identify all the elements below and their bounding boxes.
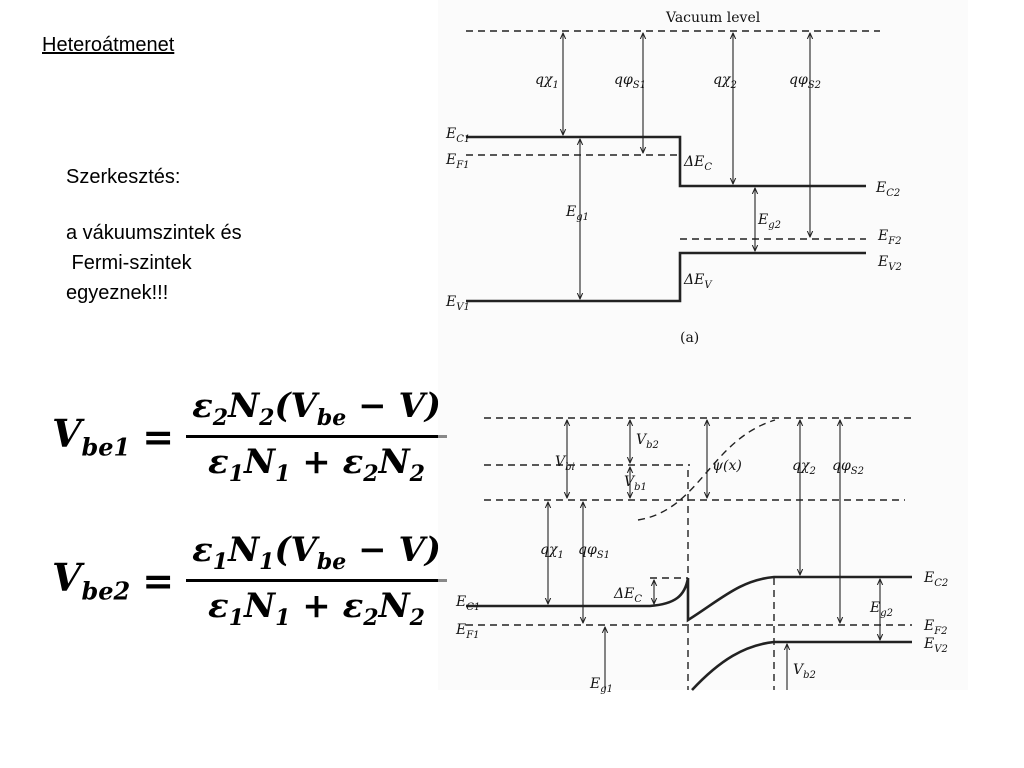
b-valence-band-2 (691, 640, 912, 691)
a-ef2-label: EF2 (877, 228, 902, 247)
b-ev2-label: EV2 (923, 636, 948, 655)
b-qphi2-label: qφS2 (832, 458, 864, 477)
formula-vbe1: Vbe1 = ε2N2(Vbe − V) ε1N1 + ε2N2 (52, 386, 447, 487)
formula-vbe1-equals: = (142, 413, 175, 459)
a-ev1-label: EV1 (445, 294, 470, 313)
a-dev-label: ΔEV (683, 272, 713, 291)
formula-vbe2-fraction: ε1N1(Vbe − V) ε1N1 + ε2N2 (186, 530, 447, 631)
a-eg1-label: Eg1 (565, 204, 589, 223)
notes-line-4: egyeznek!!! (66, 282, 169, 304)
formula-vbe1-lhs: Vbe1 (52, 411, 131, 462)
formula-vbe2-lhs: Vbe2 (52, 555, 131, 606)
formula-vbe1-fraction-bar (186, 434, 447, 438)
scan-paper (438, 0, 968, 690)
b-vbi-label: Vbi (555, 454, 575, 473)
formula-vbe2-equals: = (142, 557, 175, 603)
a-qphi1-label: qφS1 (614, 72, 646, 91)
b-qchi1-label: qχ1 (540, 542, 564, 561)
a-qphi2-label: qφS2 (789, 72, 821, 91)
scan-background-texture (438, 0, 968, 690)
a-ec2-label: EC2 (875, 180, 900, 199)
a-eg2-label: Eg2 (757, 212, 781, 231)
a-ev2-label: EV2 (877, 254, 902, 273)
formula-vbe2: Vbe2 = ε1N1(Vbe − V) ε1N1 + ε2N2 (52, 530, 447, 631)
slide-title: Heteroátmenet (42, 34, 175, 56)
b-psi-label: ψ(x) (712, 458, 742, 474)
b-ef2-label: EF2 (923, 618, 948, 637)
formula-vbe2-fraction-bar (186, 578, 447, 582)
a-qchi2-label: qχ2 (713, 72, 737, 91)
diagram-a: Vacuum level qχ1 qφS1 qχ2 qφS2 EC1 EF1 E… (445, 10, 902, 346)
b-dec-label: ΔEC (613, 586, 642, 605)
a-vacuum-level-label: Vacuum level (665, 10, 761, 26)
a-conduction-band (466, 135, 866, 188)
b-ef1-label: EF1 (455, 622, 480, 641)
formula-vbe1-denominator: ε1N1 + ε2N2 (208, 441, 425, 487)
formula-vbe1-fraction: ε2N2(Vbe − V) ε1N1 + ε2N2 (186, 386, 447, 487)
notes-line-1: Szerkesztés: (66, 166, 181, 188)
notes-line-2: a vákuumszintek és (66, 222, 242, 244)
b-qchi2-label: qχ2 (792, 458, 816, 477)
a-dec-label: ΔEC (683, 154, 712, 173)
b-eg1-label: Eg1 (589, 676, 613, 695)
a-ec1-label: EC1 (445, 126, 470, 145)
b-vb2-label: Vb2 (636, 432, 659, 451)
a-ef1-label: EF1 (445, 152, 470, 171)
a-qchi1-label: qχ1 (535, 72, 559, 91)
b-vb2-low-label: Vb2 (793, 662, 816, 681)
b-conduction-band (466, 575, 912, 623)
b-vacuum-level-bent (637, 419, 776, 521)
formula-vbe1-numerator: ε2N2(Vbe − V) (192, 386, 441, 431)
diagram-b: Vbi Vb2 Vb1 ψ(x) qχ2 qφS2 qχ1 qφS1 ΔEC E… (455, 417, 948, 695)
a-valence-band (466, 251, 866, 303)
formula-vbe2-denominator: ε1N1 + ε2N2 (208, 585, 425, 631)
b-ec1-label: EC1 (455, 594, 480, 613)
notes-line-3: Fermi-szintek (66, 252, 192, 274)
b-eg2-label: Eg2 (869, 600, 893, 619)
formula-vbe2-numerator: ε1N1(Vbe − V) (192, 530, 441, 575)
a-caption: (a) (680, 330, 699, 346)
b-vb1-label: Vb1 (624, 474, 647, 493)
construction-notes: Szerkesztés: a vákuumszintek és Fermi-sz… (66, 162, 242, 308)
b-ec2-label: EC2 (923, 570, 948, 589)
b-qphi1-label: qφS1 (578, 542, 610, 561)
